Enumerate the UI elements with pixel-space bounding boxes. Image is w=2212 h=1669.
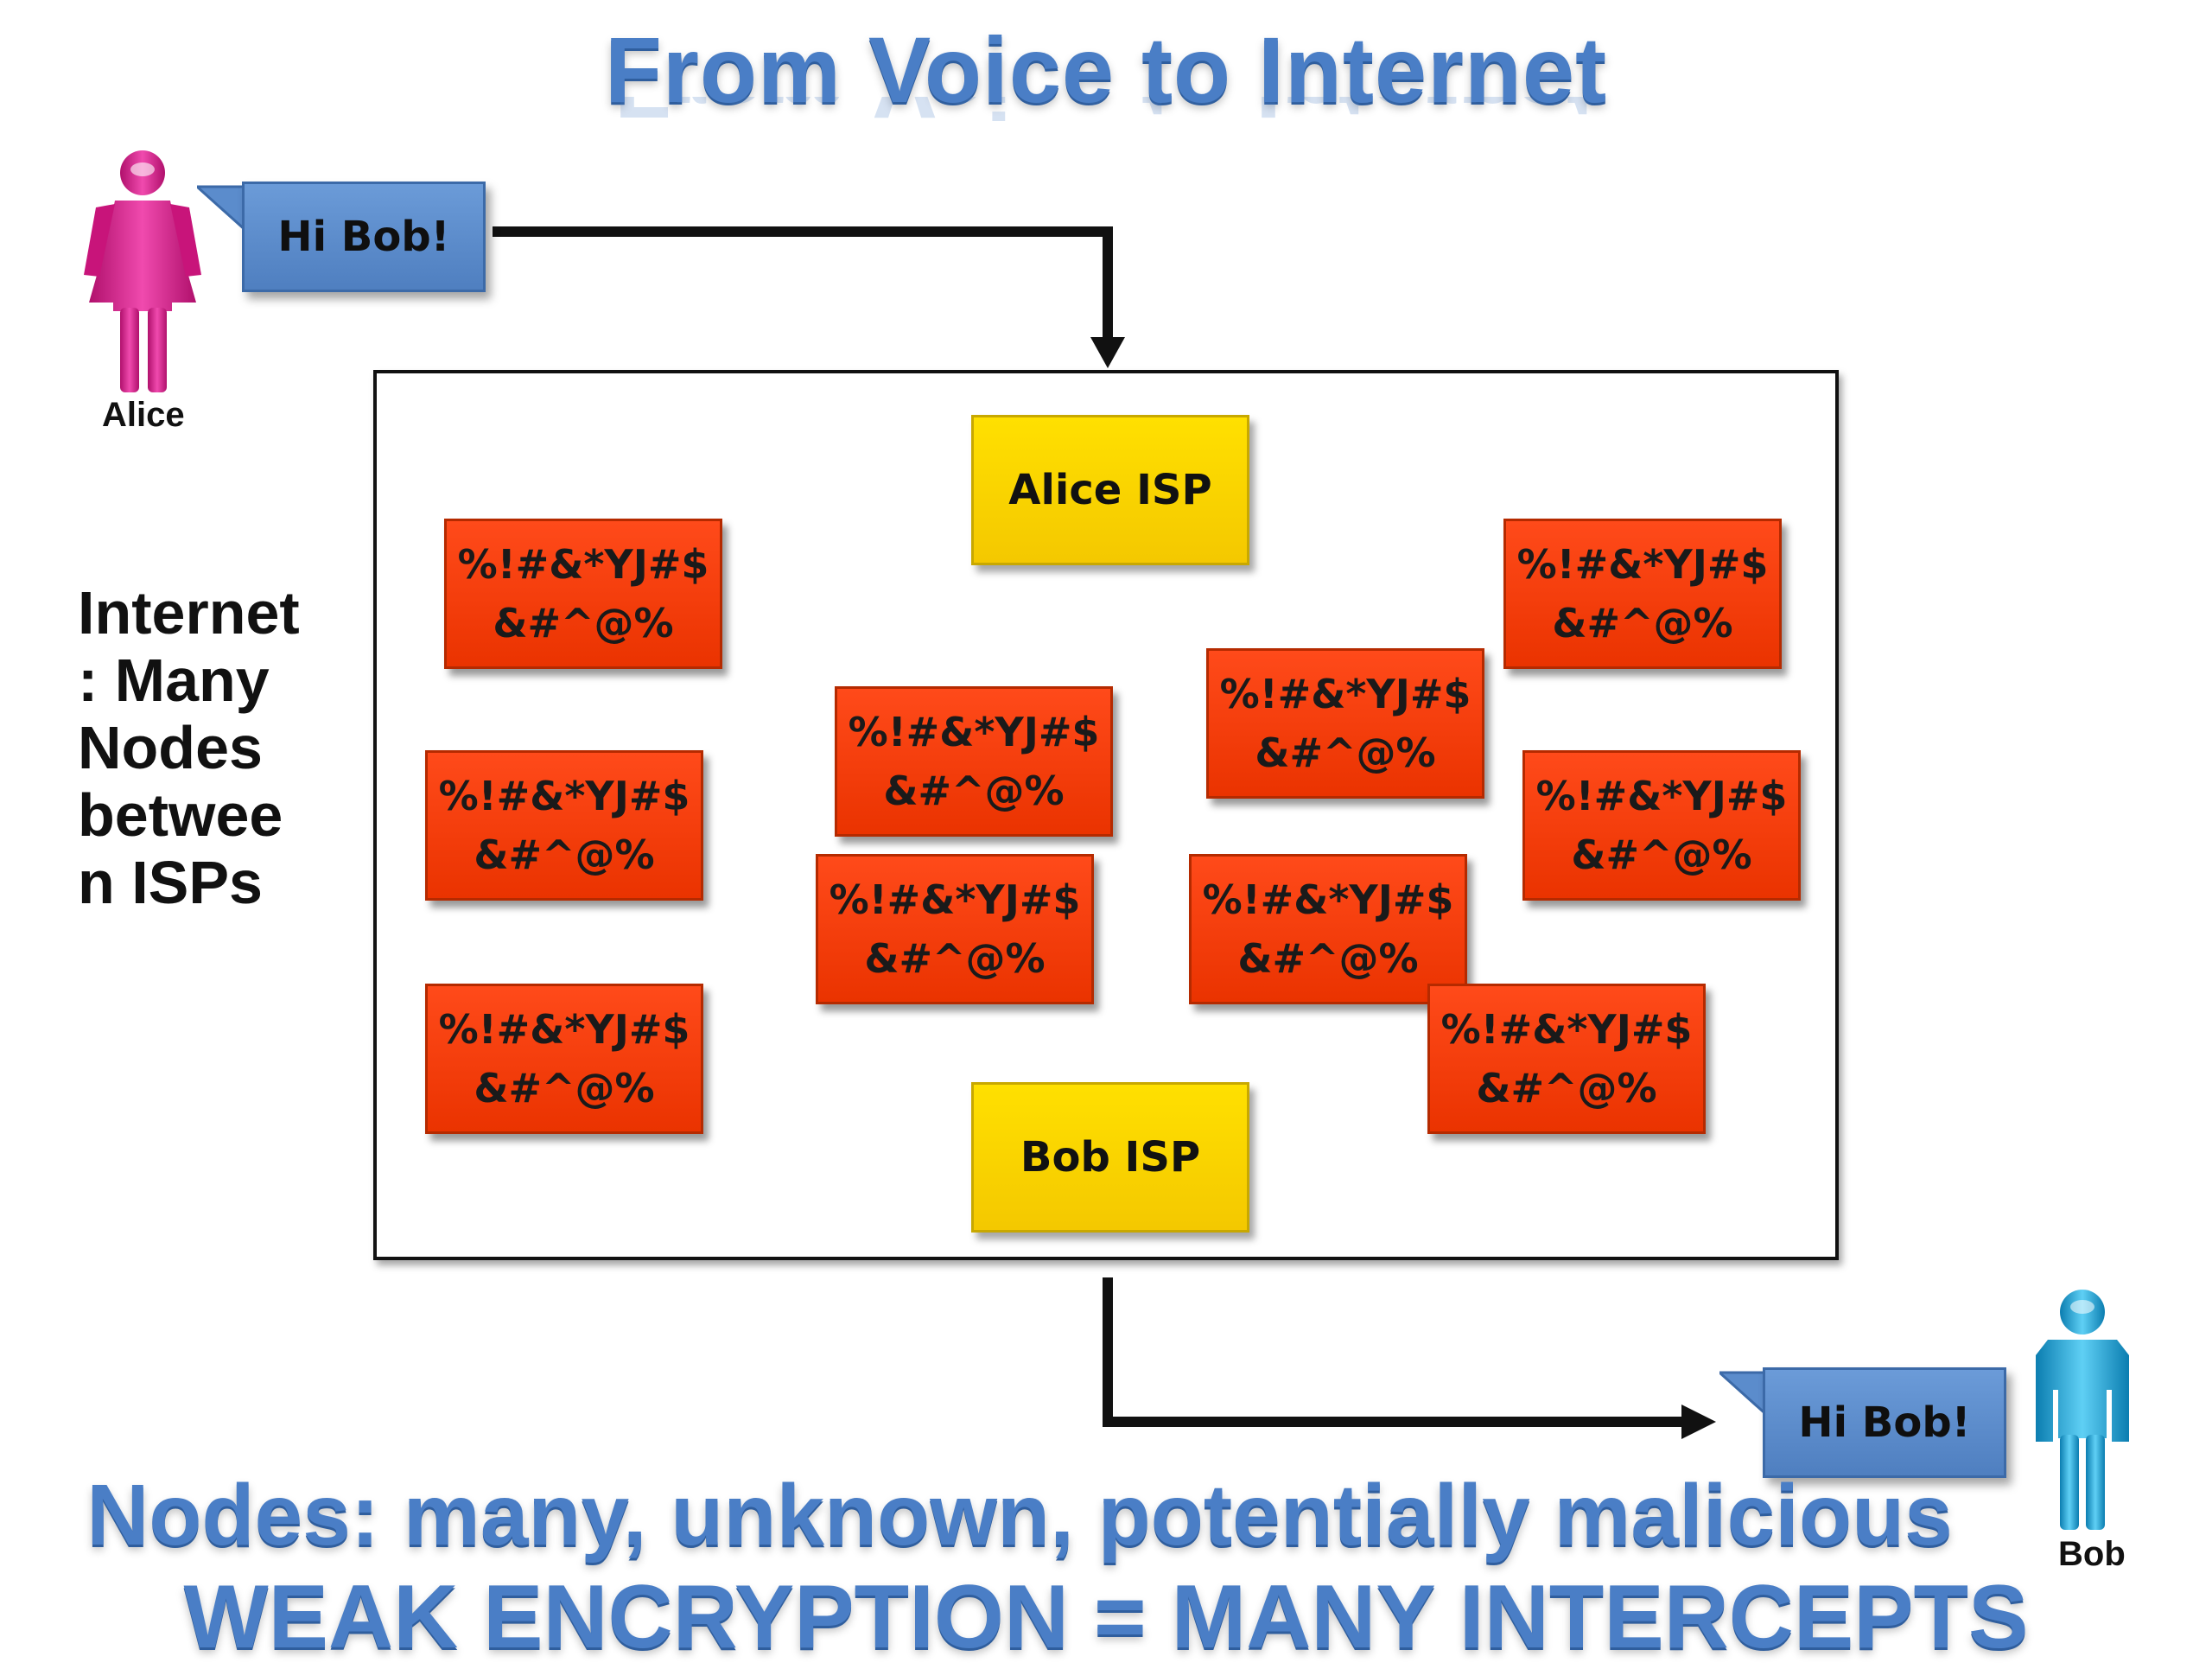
node-text-line2: &#^@% bbox=[1552, 600, 1733, 647]
node-text-line1: %!#&*YJ#$ bbox=[457, 541, 709, 588]
alice-isp-label: Alice ISP bbox=[1008, 466, 1212, 514]
side-label-line: Nodes bbox=[78, 714, 263, 781]
alice-message: Hi Bob! bbox=[277, 213, 450, 261]
arrowhead-bob bbox=[1681, 1405, 1716, 1439]
internet-node: %!#&*YJ#$ &#^@% bbox=[425, 750, 703, 901]
diagram-title: From Voice to Internet bbox=[604, 17, 1608, 122]
node-text-line2: &#^@% bbox=[474, 831, 655, 878]
internet-node: %!#&*YJ#$ &#^@% bbox=[1503, 519, 1782, 669]
side-label-line: Internet bbox=[78, 579, 300, 647]
node-text-line1: %!#&*YJ#$ bbox=[1219, 671, 1471, 717]
footer-line-1: Nodes: many, unknown, potentially malici… bbox=[86, 1467, 1953, 1564]
alice-person-icon bbox=[84, 150, 201, 392]
node-text-line1: %!#&*YJ#$ bbox=[1516, 541, 1769, 588]
node-text-line2: &#^@% bbox=[1255, 729, 1436, 776]
node-text-line2: &#^@% bbox=[1476, 1065, 1657, 1112]
node-text-line1: %!#&*YJ#$ bbox=[1440, 1006, 1693, 1053]
arrow-alice-to-internet bbox=[493, 226, 1113, 346]
bob-isp: Bob ISP bbox=[971, 1082, 1249, 1233]
node-text-line1: %!#&*YJ#$ bbox=[1535, 773, 1788, 819]
side-label-line: : Many bbox=[78, 647, 270, 714]
bob-speech-bubble: Hi Bob! bbox=[1763, 1367, 2006, 1478]
diagram-title-wrap: From Voice to Internet bbox=[0, 16, 2212, 124]
internet-side-label: Internet : Many Nodes betwee n ISPs bbox=[78, 579, 337, 916]
node-text-line2: &#^@% bbox=[1237, 935, 1419, 982]
side-label-line: n ISPs bbox=[78, 849, 263, 916]
node-text-line1: %!#&*YJ#$ bbox=[829, 876, 1081, 923]
node-text-line2: &#^@% bbox=[864, 935, 1046, 982]
internet-node: %!#&*YJ#$ &#^@% bbox=[1427, 984, 1706, 1134]
footer-line-2: WEAK ENCRYPTION = MANY INTERCEPTS bbox=[183, 1567, 2029, 1667]
internet-node: %!#&*YJ#$ &#^@% bbox=[1206, 648, 1484, 799]
bob-person-icon bbox=[2036, 1290, 2129, 1530]
alice-name: Alice bbox=[102, 396, 185, 434]
internet-node: %!#&*YJ#$ &#^@% bbox=[1189, 854, 1467, 1004]
internet-node: %!#&*YJ#$ &#^@% bbox=[425, 984, 703, 1134]
internet-node: %!#&*YJ#$ &#^@% bbox=[1522, 750, 1801, 901]
internet-node: %!#&*YJ#$ &#^@% bbox=[816, 854, 1094, 1004]
bob-isp-label: Bob ISP bbox=[1020, 1133, 1201, 1182]
node-text-line1: %!#&*YJ#$ bbox=[438, 1006, 690, 1053]
arrow-internet-to-bob bbox=[1103, 1277, 1685, 1427]
node-text-line2: &#^@% bbox=[493, 600, 674, 647]
bob-message: Hi Bob! bbox=[1798, 1398, 1971, 1447]
bob-name: Bob bbox=[2058, 1535, 2126, 1573]
internet-node: %!#&*YJ#$ &#^@% bbox=[835, 686, 1113, 837]
arrowhead-alice bbox=[1090, 337, 1125, 368]
node-text-line2: &#^@% bbox=[474, 1065, 655, 1112]
node-text-line1: %!#&*YJ#$ bbox=[438, 773, 690, 819]
node-text-line1: %!#&*YJ#$ bbox=[848, 709, 1100, 755]
alice-isp: Alice ISP bbox=[971, 415, 1249, 565]
internet-node: %!#&*YJ#$ &#^@% bbox=[444, 519, 722, 669]
alice-bubble-tail bbox=[197, 185, 249, 235]
side-label-line: betwee bbox=[78, 781, 283, 849]
alice-speech-bubble: Hi Bob! bbox=[242, 182, 486, 292]
node-text-line2: &#^@% bbox=[1571, 831, 1752, 878]
node-text-line2: &#^@% bbox=[883, 768, 1065, 814]
node-text-line1: %!#&*YJ#$ bbox=[1202, 876, 1454, 923]
